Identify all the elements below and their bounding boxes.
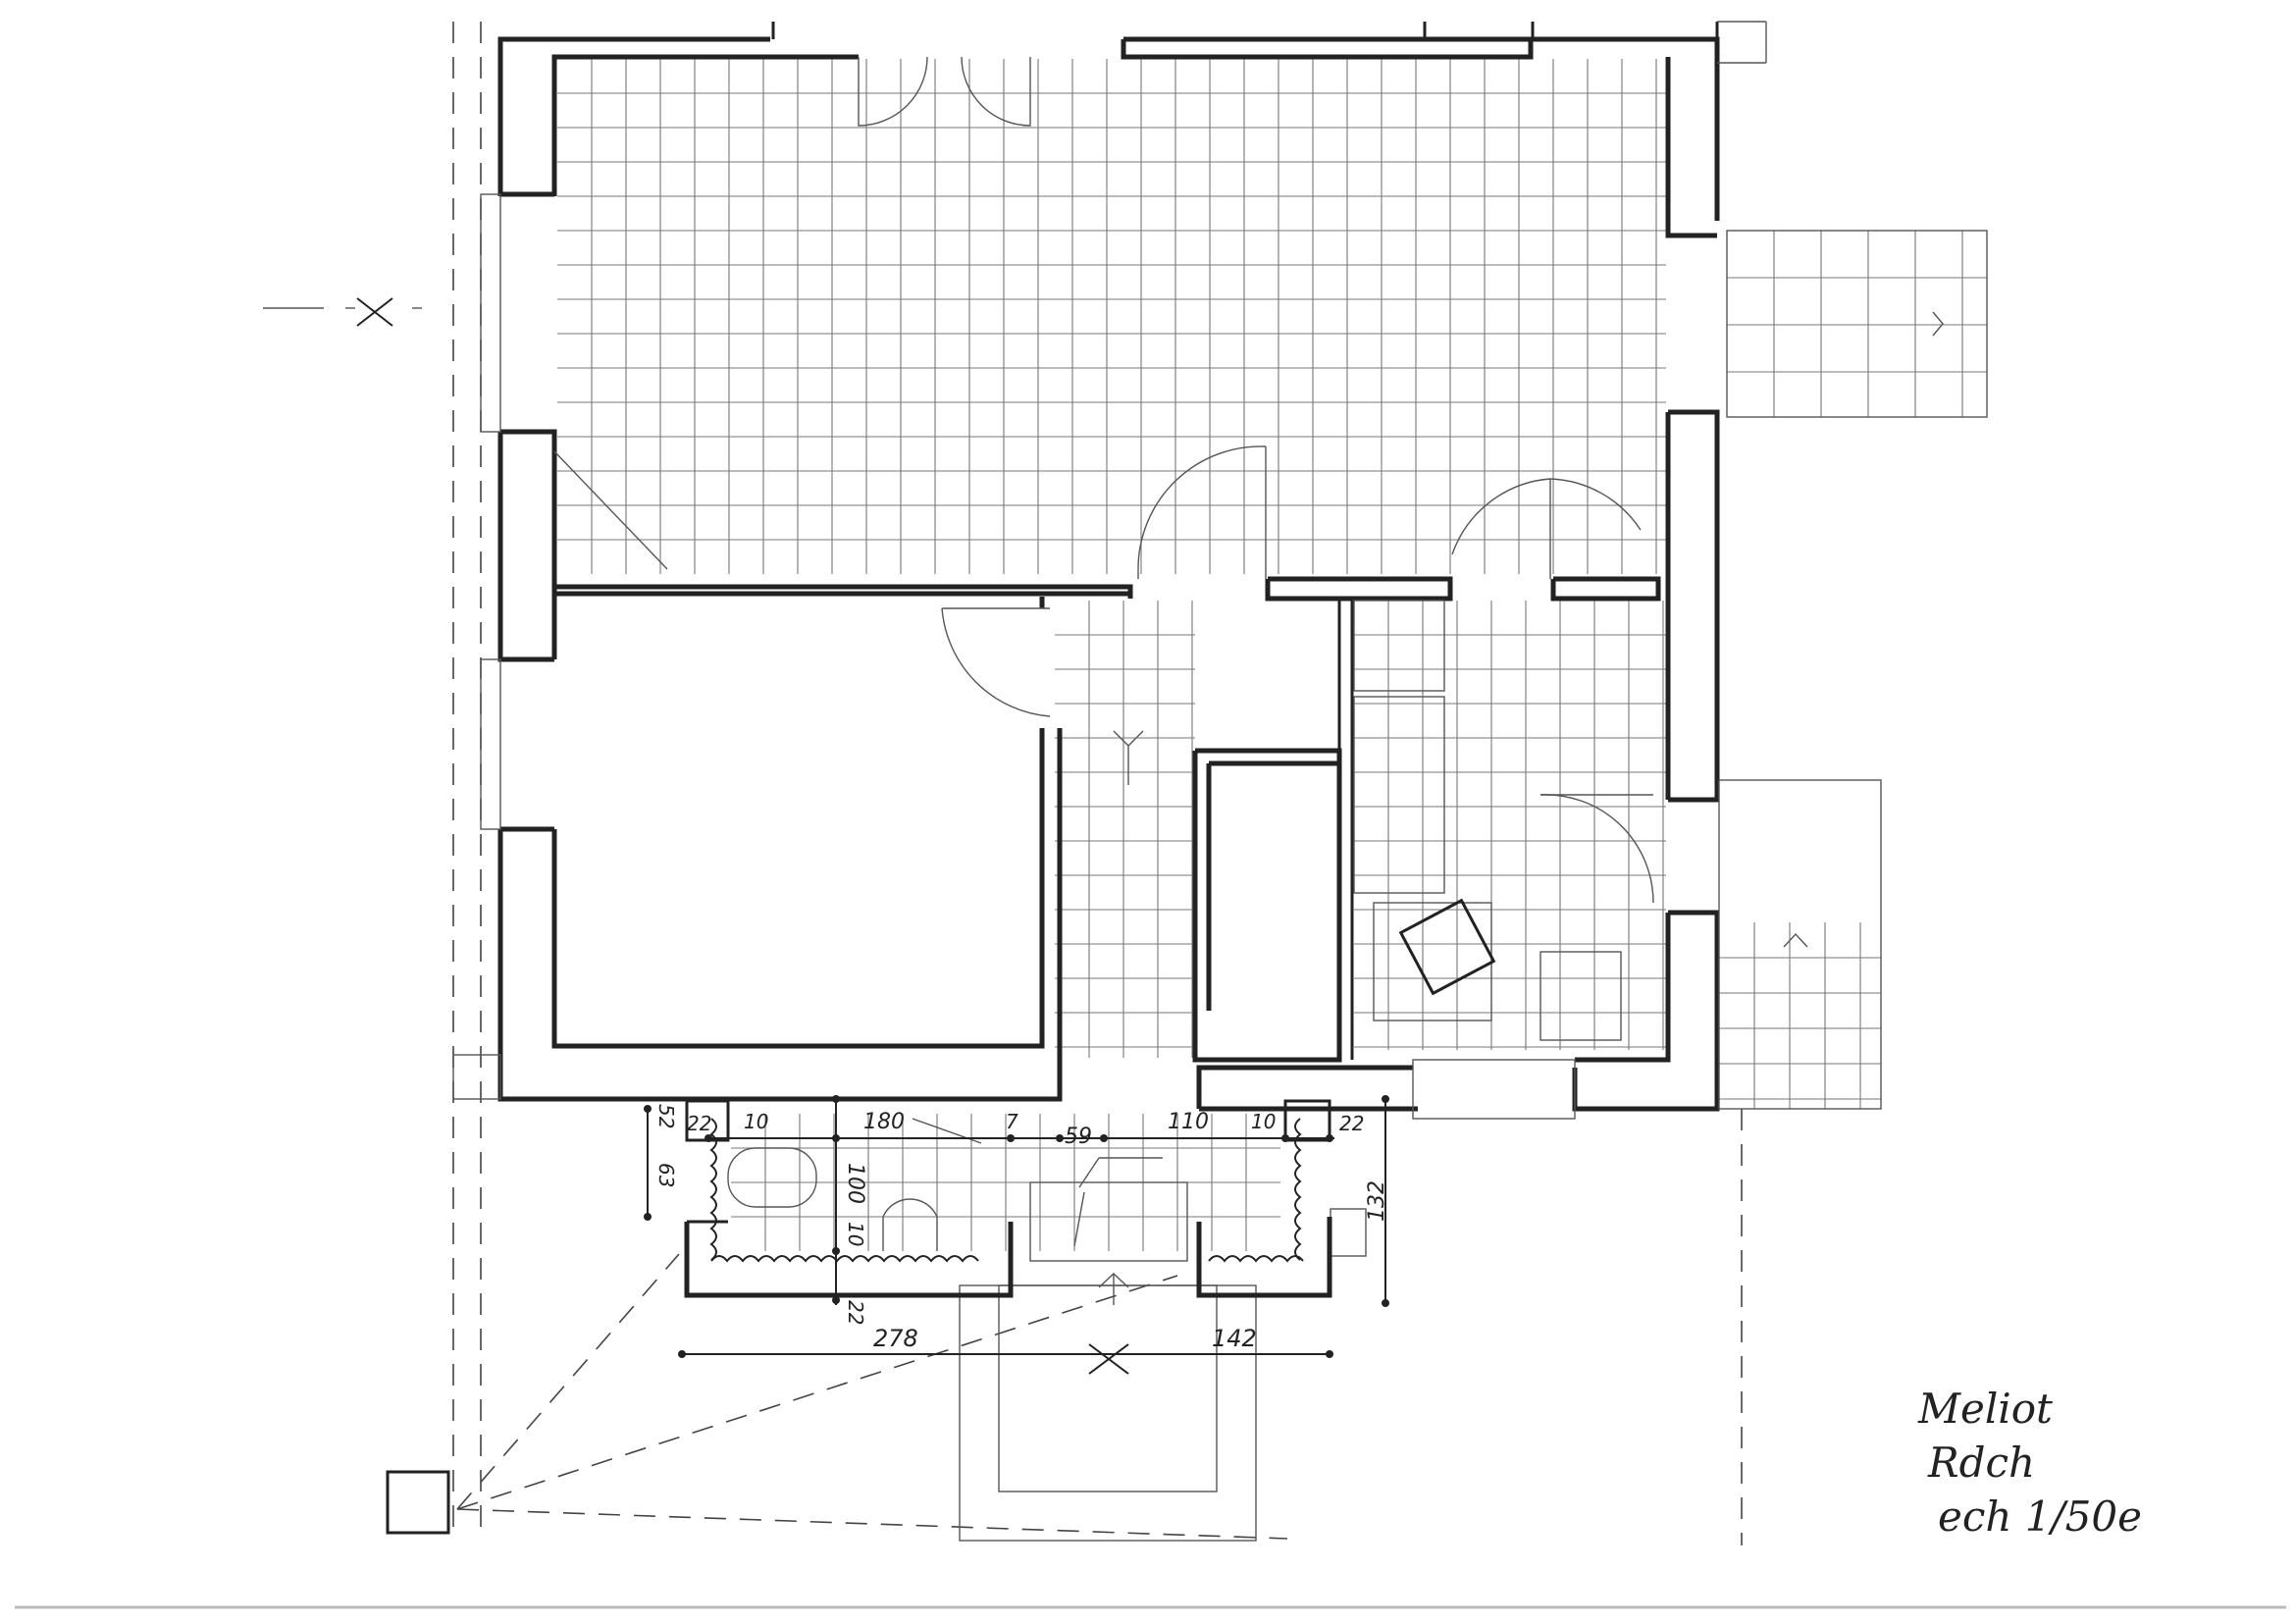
dimension-labels: 52 22 10 180 7 59 110 10 22 63 100 10 13… — [654, 1104, 1389, 1352]
dimension-lines — [644, 1095, 1389, 1358]
title-line-3: ech 1/50e — [1938, 1492, 2142, 1541]
garden-steps-grid — [1719, 922, 1881, 1109]
door-swings — [553, 56, 1654, 904]
exterior-steps — [386, 21, 1988, 1542]
dim-label-180: 180 — [863, 1110, 905, 1134]
dim-label-59: 59 — [1065, 1125, 1092, 1149]
dim-label-22-bottom: 22 — [844, 1300, 867, 1325]
dim-label-7: 7 — [1006, 1110, 1018, 1133]
dim-label-22-left: 22 — [687, 1112, 711, 1135]
exterior-walls — [497, 22, 1720, 1112]
kitchen-tile-grid — [1354, 601, 1666, 1050]
interior-walls — [554, 576, 1661, 1063]
property-boundary — [263, 22, 1743, 1545]
dim-label-100: 100 — [843, 1163, 867, 1204]
dim-label-63: 63 — [654, 1163, 678, 1187]
terrace-steps-grid — [1727, 231, 1987, 417]
dim-label-22-right: 22 — [1339, 1112, 1364, 1135]
dim-label-110: 110 — [1168, 1110, 1209, 1134]
dim-label-278: 278 — [873, 1325, 918, 1352]
living-room-tile-grid — [557, 59, 1666, 574]
dim-label-132: 132 — [1365, 1180, 1389, 1222]
axis-cross-marks — [356, 297, 1129, 1375]
dim-label-10-right: 10 — [1251, 1110, 1276, 1133]
title-block: Meliot Rdch ech 1/50e — [1917, 1385, 2142, 1541]
corridor-tile-grid — [1055, 601, 1195, 1058]
stair-arrows — [1098, 311, 1944, 1305]
title-line-1: Meliot — [1917, 1385, 2053, 1433]
dim-label-10-left: 10 — [744, 1110, 768, 1133]
wc-tile-grid — [731, 1114, 1280, 1251]
dim-label-52: 52 — [654, 1104, 678, 1128]
title-line-2: Rdch — [1927, 1439, 2035, 1487]
dim-label-10-vertical: 10 — [844, 1222, 867, 1246]
dim-label-142: 142 — [1212, 1325, 1257, 1352]
